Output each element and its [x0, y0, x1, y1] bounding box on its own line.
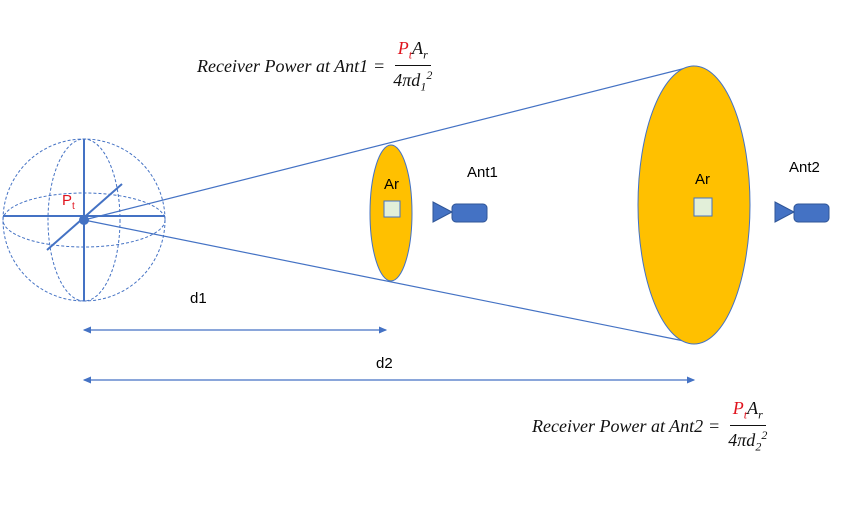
antenna-1-icon [432, 201, 488, 223]
distance-1-label: d1 [190, 290, 207, 307]
distance-2-label: d2 [376, 355, 393, 372]
formula-ant2-equals: = [709, 415, 720, 436]
formula-ant2-numerator: PtAr [729, 398, 766, 426]
antenna-1-label: Ant1 [467, 164, 498, 181]
formula-ant1-prefix: Receiver Power at Ant1 [197, 55, 369, 76]
formula-ant2-denominator: 4πd22 [728, 427, 768, 454]
formula-ant1: Receiver Power at Ant1 = PtAr 4πd12 [197, 38, 435, 94]
formula-ant2: Receiver Power at Ant2 = PtAr 4πd22 [532, 398, 770, 454]
formula-ant2-fraction: PtAr 4πd22 [725, 398, 770, 454]
source-label: Pt [62, 192, 75, 212]
cone-lower-line [83, 219, 695, 344]
antenna-2-icon [774, 201, 830, 223]
formula-ant2-prefix: Receiver Power at Ant2 [532, 415, 704, 436]
receiver-2-square [693, 197, 713, 217]
formula-ant1-fraction: PtAr 4πd12 [390, 38, 435, 94]
formula-ant1-numerator: PtAr [394, 38, 431, 66]
formula-ant1-denominator: 4πd12 [393, 67, 433, 94]
formula-ant1-equals: = [374, 55, 385, 76]
antenna-2-label: Ant2 [789, 159, 820, 176]
cone-upper-line [83, 65, 695, 221]
aperture-1-label: Ar [384, 176, 399, 193]
aperture-2-label: Ar [695, 171, 710, 188]
receiver-1-square [383, 200, 401, 218]
